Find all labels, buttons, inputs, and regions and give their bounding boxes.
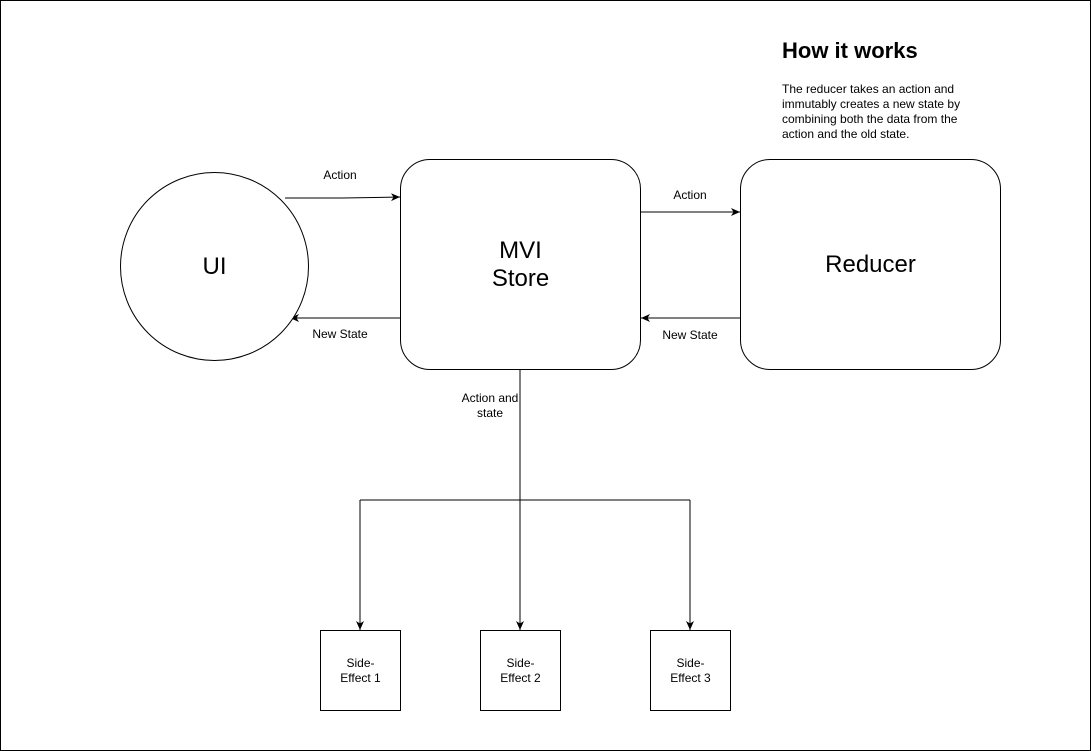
side-effect-3-label: Side- Effect 3 [670, 655, 711, 685]
mvi-store-node[interactable]: MVI Store [400, 159, 641, 370]
how-it-works-description: The reducer takes an action and immutabl… [782, 82, 961, 141]
edge-label-store-to-effects: Action and state [461, 391, 519, 420]
edge-label-reducer-to-store: New State [662, 328, 718, 342]
side-effect-1-node[interactable]: Side- Effect 1 [320, 630, 401, 711]
ui-node[interactable]: UI [120, 172, 309, 361]
side-effect-1-label: Side- Effect 1 [340, 655, 381, 685]
edge-ui-to-store [285, 193, 401, 202]
edge-label-store-to-ui: New State [312, 327, 368, 341]
how-it-works-title: How it works [782, 38, 918, 63]
reducer-node-label: Reducer [825, 250, 916, 278]
reducer-node[interactable]: Reducer [740, 159, 1001, 370]
edge-label-store-to-reducer: Action [673, 188, 707, 202]
side-effect-2-label: Side- Effect 2 [500, 655, 541, 685]
mvi-store-node-label: MVI Store [491, 236, 550, 292]
side-effect-3-node[interactable]: Side- Effect 3 [650, 630, 731, 711]
ui-node-label: UI [202, 252, 227, 280]
edge-label-ui-to-store: Action [323, 168, 357, 182]
side-effect-2-node[interactable]: Side- Effect 2 [480, 630, 561, 711]
